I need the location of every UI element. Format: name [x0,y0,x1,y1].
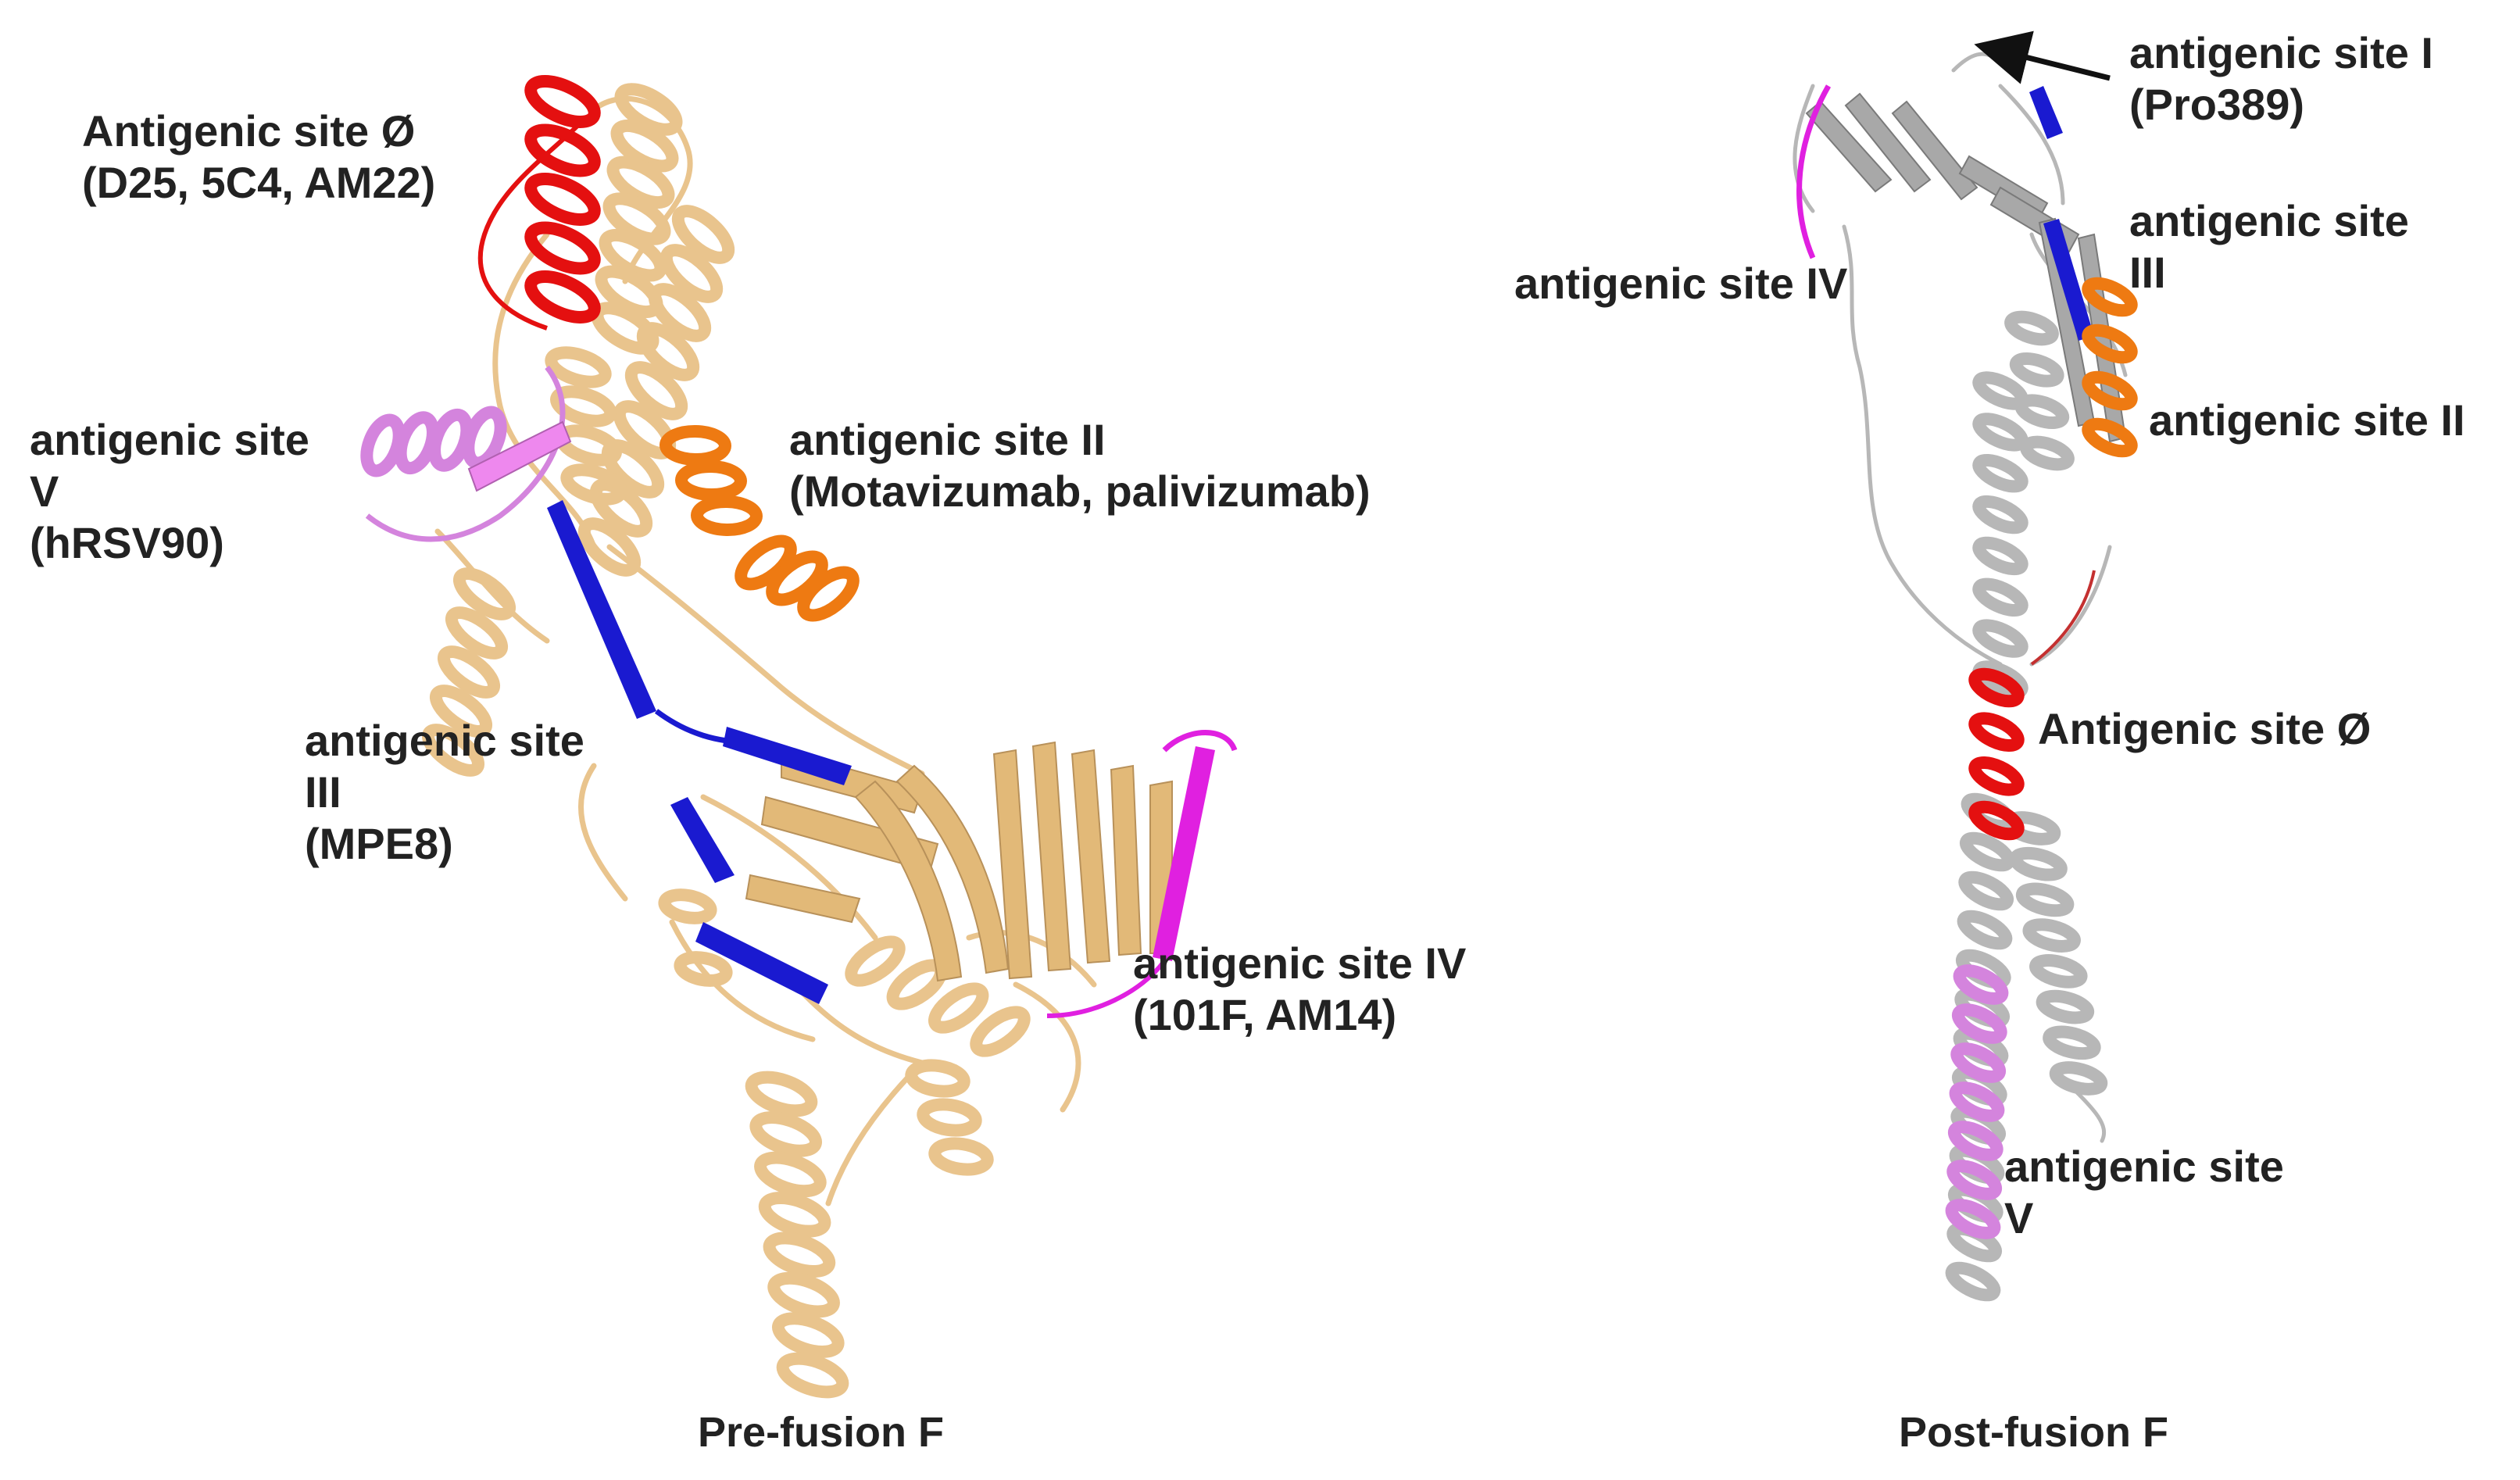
arrow-pointer-icon [1974,30,2111,84]
pre-helix-5 [745,1071,849,1399]
pre-helix-3 [421,567,517,777]
pre-site3-label: antigenic site III (MPE8) [305,715,584,870]
pre-helix-4 [845,935,1031,1057]
post-fusion-structure [1793,30,2138,1302]
pre-site5-label-line2: V [30,467,59,516]
pre-site0-label: Antigenic site Ø (D25, 5C4, AM22) [82,105,435,209]
pre-site5-label-line3: (hRSV90) [30,518,224,567]
pre-fusion-sheets [745,741,1173,982]
pre-site5-label-line1: antigenic site [30,415,309,464]
pre-site3-region [547,500,852,1004]
pre-helix-6 [905,1059,994,1176]
post-helix-top [2004,310,2075,471]
post-site2-label: antigenic site II [2149,395,2465,446]
post-site1-label-line2: (Pro389) [2129,80,2305,129]
pre-fusion-helices [421,83,1031,1399]
post-fusion-sheets [1805,92,2127,443]
pre-site2-label-line1: antigenic site II [789,415,1106,464]
post-site1-region [2029,86,2063,139]
pre-site2-label-line2: (Motavizumab, palivizumab) [789,467,1371,516]
post-site0-helix [1968,667,2025,841]
pre-fusion-structure [360,75,1238,1399]
post-helix-lower-right [2002,811,2108,1096]
post-site3-label: antigenic site III [2129,195,2409,299]
pre-site3-label-line1: antigenic site [305,716,584,765]
post-site0-label-line1: Antigenic site Ø [2038,704,2372,753]
post-fusion-site-helices [1945,277,2138,1239]
pre-site4-label-line2: (101F, AM14) [1133,990,1397,1039]
post-site0-linker [2030,570,2096,666]
pre-site4-label: antigenic site IV (101F, AM14) [1133,938,1466,1041]
pre-site0-label-line1: Antigenic site Ø [82,106,416,156]
pre-site3-label-line3: (MPE8) [305,819,453,868]
pre-site4-label-line1: antigenic site IV [1133,938,1467,988]
pre-site0-label-line2: (D25, 5C4, AM22) [82,158,436,207]
pre-fusion-site-helices [360,75,860,622]
post-site5-label-line1: antigenic site [2004,1142,2284,1191]
post-site1-label-line1: antigenic site I [2129,28,2433,77]
pre-site5-label: antigenic site V (hRSV90) [30,414,309,569]
post-site0-label: Antigenic site Ø [2038,703,2371,755]
pre-fusion-coils [434,95,1097,1207]
post-site2-helix [2082,277,2138,458]
post-site4-label-line1: antigenic site IV [1514,259,1848,308]
pre-site5-region [365,365,572,542]
pre-helix-1 [591,83,683,355]
post-site2-label-line1: antigenic site II [2149,395,2465,445]
post-site3-label-line1: antigenic site [2129,196,2409,245]
post-site5-helix [1945,964,2009,1239]
post-fusion-caption: Post-fusion F [1899,1409,2168,1456]
post-site3-label-line2: III [2129,248,2166,297]
pre-site0-helix [524,75,601,324]
post-site5-label-line2: V [2004,1193,2034,1242]
post-helix-stalk [1972,371,2029,699]
post-site1-label: antigenic site I (Pro389) [2129,27,2433,130]
pre-site2-helix-a [659,424,763,537]
pre-helix-7 [658,888,733,987]
post-site4-label: antigenic site IV [1514,258,1847,309]
post-site4-region [1796,84,1832,259]
post-site5-label: antigenic site V [2004,1141,2284,1244]
pre-site2-helix-b [735,534,860,622]
pre-site5-helix [360,406,507,477]
pre-site4-region [1046,730,1238,1018]
pre-fusion-caption: Pre-fusion F [698,1409,945,1456]
pre-site3-label-line2: III [305,767,341,817]
pre-site2-label: antigenic site II (Motavizumab, palivizu… [789,414,1371,517]
post-site3-region [2043,219,2094,341]
